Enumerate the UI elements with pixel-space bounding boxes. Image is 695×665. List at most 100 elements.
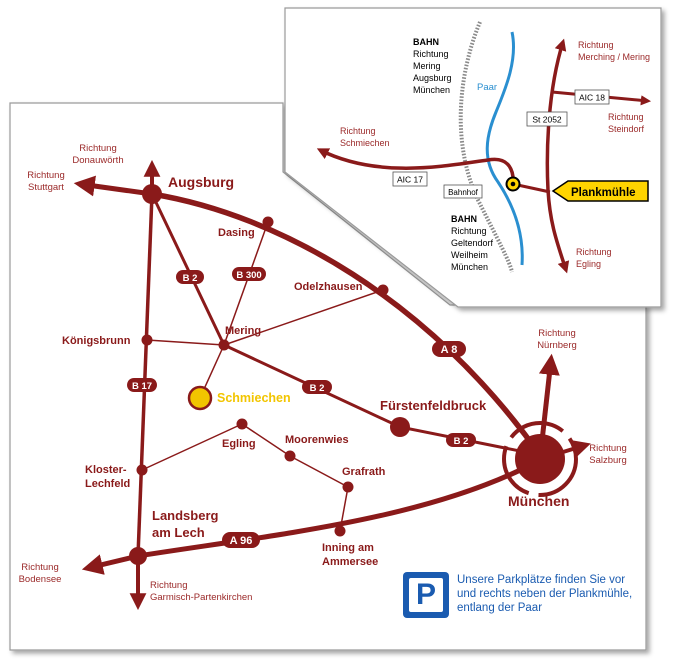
dasing-dot	[262, 216, 274, 228]
label-egling: Egling	[222, 438, 256, 450]
label-landsberg-1: Landsberg	[152, 508, 219, 523]
dir-schmiechen-2: Schmiechen	[340, 138, 390, 148]
dir-stuttgart-2: Stuttgart	[28, 182, 64, 193]
svg-text:B 2: B 2	[183, 273, 198, 284]
moorenwies-dot	[284, 450, 296, 462]
koenigsbrunn-dot	[141, 334, 153, 346]
landsberg-dot	[129, 547, 147, 565]
dir-egling-1: Richtung	[576, 247, 612, 257]
label-kloster-1: Kloster-	[85, 464, 127, 476]
river-paar	[485, 31, 524, 266]
parking-line-2: und rechts neben der Plankmühle,	[457, 588, 633, 600]
inset-sign-aic17: AIC 17	[392, 171, 428, 187]
dir-nuernberg-2: Nürnberg	[537, 340, 577, 351]
augsburg-dot	[142, 184, 162, 204]
plankmuehle-banner: Plankmühle	[551, 180, 649, 202]
label-moorenwies: Moorenwies	[285, 434, 349, 446]
dir-garmisch-2: Garmisch-Partenkirchen	[150, 592, 252, 603]
bahn-north: BAHN Richtung Mering Augsburg München	[413, 37, 452, 95]
label-odelzhausen: Odelzhausen	[294, 281, 363, 293]
svg-text:A 96: A 96	[230, 535, 253, 547]
schmiechen-dot	[187, 385, 213, 411]
arrow-stuttgart	[73, 175, 153, 197]
dir-merching-2: Merching / Mering	[578, 52, 650, 62]
svg-text:Geltendorf: Geltendorf	[451, 238, 494, 248]
egling-dot	[236, 418, 248, 430]
inset-sign-bahnhof: Bahnhof	[443, 184, 483, 199]
inning-dot	[334, 525, 346, 537]
inset-sign-aic18: AIC 18	[574, 89, 610, 105]
road-a8	[151, 191, 543, 457]
sign-a96: A 96	[222, 532, 260, 548]
parking-letter: P	[409, 578, 443, 612]
svg-text:AIC 18: AIC 18	[579, 93, 605, 103]
dir-salzburg-1: Richtung	[589, 443, 627, 454]
svg-text:Mering: Mering	[413, 61, 441, 71]
parking-line-3: entlang der Paar	[457, 602, 543, 614]
svg-text:Augsburg: Augsburg	[413, 73, 452, 83]
road-koenigsbrunn-mering	[146, 339, 225, 346]
parking-info: Unsere Parkplätze finden Sie vor und rec…	[457, 573, 647, 615]
sign-a8: A 8	[432, 341, 466, 357]
parking-line-1: Unsere Parkplätze finden Sie vor	[457, 574, 626, 586]
svg-text:B 17: B 17	[132, 381, 152, 392]
dir-merching-1: Richtung	[578, 40, 614, 50]
sign-b300: B 300	[232, 267, 266, 281]
label-landsberg-2: am Lech	[152, 525, 205, 540]
inset-road-st2052	[545, 38, 570, 274]
svg-text:Bahnhof: Bahnhof	[448, 188, 479, 197]
railway	[458, 21, 514, 273]
sign-b2-a: B 2	[176, 270, 204, 284]
label-kloster-2: Lechfeld	[85, 478, 130, 490]
dir-steindorf-2: Steindorf	[608, 124, 645, 134]
muenchen-dot	[515, 434, 565, 484]
svg-text:B 2: B 2	[310, 383, 325, 394]
sign-b17: B 17	[127, 378, 157, 392]
svg-text:AIC 17: AIC 17	[397, 175, 423, 185]
bahn-south: BAHN Richtung Geltendorf Weilheim Münche…	[451, 214, 494, 272]
svg-text:Plankmühle: Plankmühle	[571, 187, 636, 199]
svg-text:BAHN: BAHN	[413, 37, 439, 47]
fuerstenfeldbruck-dot	[390, 417, 410, 437]
label-inning-2: Ammersee	[322, 556, 378, 568]
parking-icon: P	[403, 572, 449, 618]
mering-dot	[218, 339, 230, 351]
svg-text:B 2: B 2	[454, 436, 469, 447]
dir-nuernberg-1: Richtung	[538, 328, 576, 339]
dir-donauwoerth-1: Richtung	[79, 143, 117, 154]
svg-text:BAHN: BAHN	[451, 214, 477, 224]
label-koenigsbrunn: Königsbrunn	[62, 335, 131, 347]
kloster-dot	[136, 464, 148, 476]
dir-steindorf-1: Richtung	[608, 112, 644, 122]
svg-text:St 2052: St 2052	[532, 115, 562, 125]
dir-garmisch-1: Richtung	[150, 580, 188, 591]
label-muenchen: München	[508, 493, 569, 509]
label-mering: Mering	[225, 325, 261, 337]
dir-bodensee-2: Bodensee	[19, 574, 62, 585]
label-schmiechen: Schmiechen	[217, 391, 291, 405]
road-egling-inning	[241, 423, 349, 532]
inset-sign-st2052: St 2052	[526, 111, 568, 127]
label-inning-1: Inning am	[322, 542, 374, 554]
dir-stuttgart-1: Richtung	[27, 170, 65, 181]
sign-b2-b: B 2	[302, 380, 332, 394]
road-b300	[223, 221, 269, 346]
label-paar: Paar	[477, 82, 497, 93]
svg-text:B 300: B 300	[236, 270, 261, 281]
svg-text:München: München	[451, 262, 488, 272]
label-fuerstenfeldbruck: Fürstenfeldbruck	[380, 398, 487, 413]
road-kloster-egling	[141, 423, 243, 471]
dir-salzburg-2: Salzburg	[589, 455, 627, 466]
odelzhausen-dot	[377, 284, 389, 296]
dir-egling-2: Egling	[576, 259, 601, 269]
svg-text:Richtung: Richtung	[451, 226, 487, 236]
svg-text:Weilheim: Weilheim	[451, 250, 488, 260]
road-b17	[136, 193, 154, 557]
label-augsburg: Augsburg	[168, 174, 234, 190]
svg-text:München: München	[413, 85, 450, 95]
sign-b2-c: B 2	[446, 433, 476, 447]
grafrath-dot	[342, 481, 354, 493]
label-dasing: Dasing	[218, 227, 255, 239]
svg-text:Richtung: Richtung	[413, 49, 449, 59]
